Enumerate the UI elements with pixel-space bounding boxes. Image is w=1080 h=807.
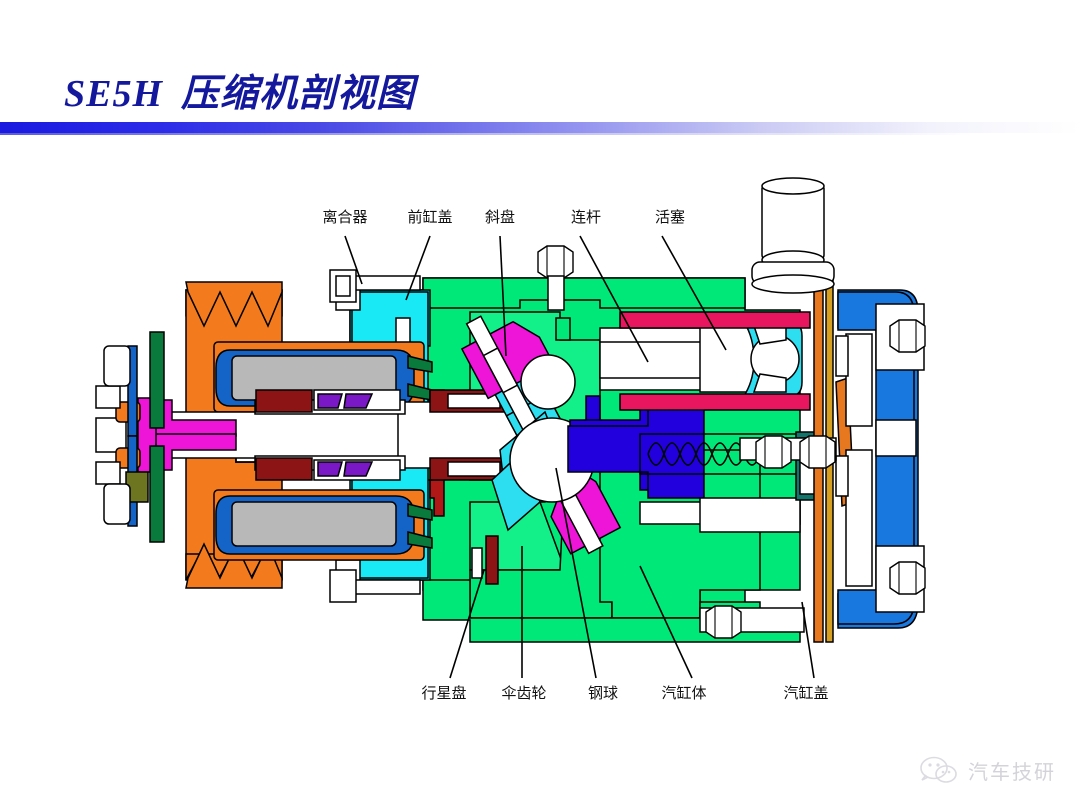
wechat-icon: [920, 756, 957, 783]
compressor-cutaway-figure: 离合器 前缸盖 斜盘 连杆 活塞 行星盘 伞齿轮 钢球 汽缸体 汽缸盖: [0, 150, 1080, 720]
bottom-labels: 行星盘 伞齿轮 钢球 汽缸体 汽缸盖: [421, 684, 828, 702]
top-labels: 离合器 前缸盖 斜盘 连杆 活塞: [322, 208, 685, 226]
label-piston: 活塞: [655, 208, 685, 226]
title-rule-thin: [0, 133, 1080, 135]
watermark: 汽车技研: [919, 755, 1056, 785]
leader-lines: [344, 235, 815, 679]
title-rule: [0, 122, 1080, 133]
watermark-text: 汽车技研: [968, 759, 1056, 784]
label-con-rod: 连杆: [571, 208, 601, 226]
label-planetary-plate: 行星盘: [421, 684, 466, 702]
label-cylinder-block: 汽缸体: [661, 684, 706, 702]
label-bevel-gear: 伞齿轮: [501, 684, 546, 702]
page-title: SE5H 压缩机剖视图: [64, 72, 415, 116]
page-title-text: 压缩机剖视图: [181, 73, 416, 115]
cutaway-svg: 离合器 前缸盖 斜盘 连杆 活塞 行星盘 伞齿轮 钢球 汽缸体 汽缸盖: [95, 177, 926, 702]
label-front-head: 前缸盖: [407, 208, 452, 226]
page-title-model: SE5H: [64, 73, 164, 115]
label-clutch: 离合器: [322, 208, 367, 226]
label-swash-plate: 斜盘: [485, 208, 515, 226]
label-cylinder-head: 汽缸盖: [783, 684, 828, 702]
label-steel-ball: 钢球: [588, 684, 618, 702]
